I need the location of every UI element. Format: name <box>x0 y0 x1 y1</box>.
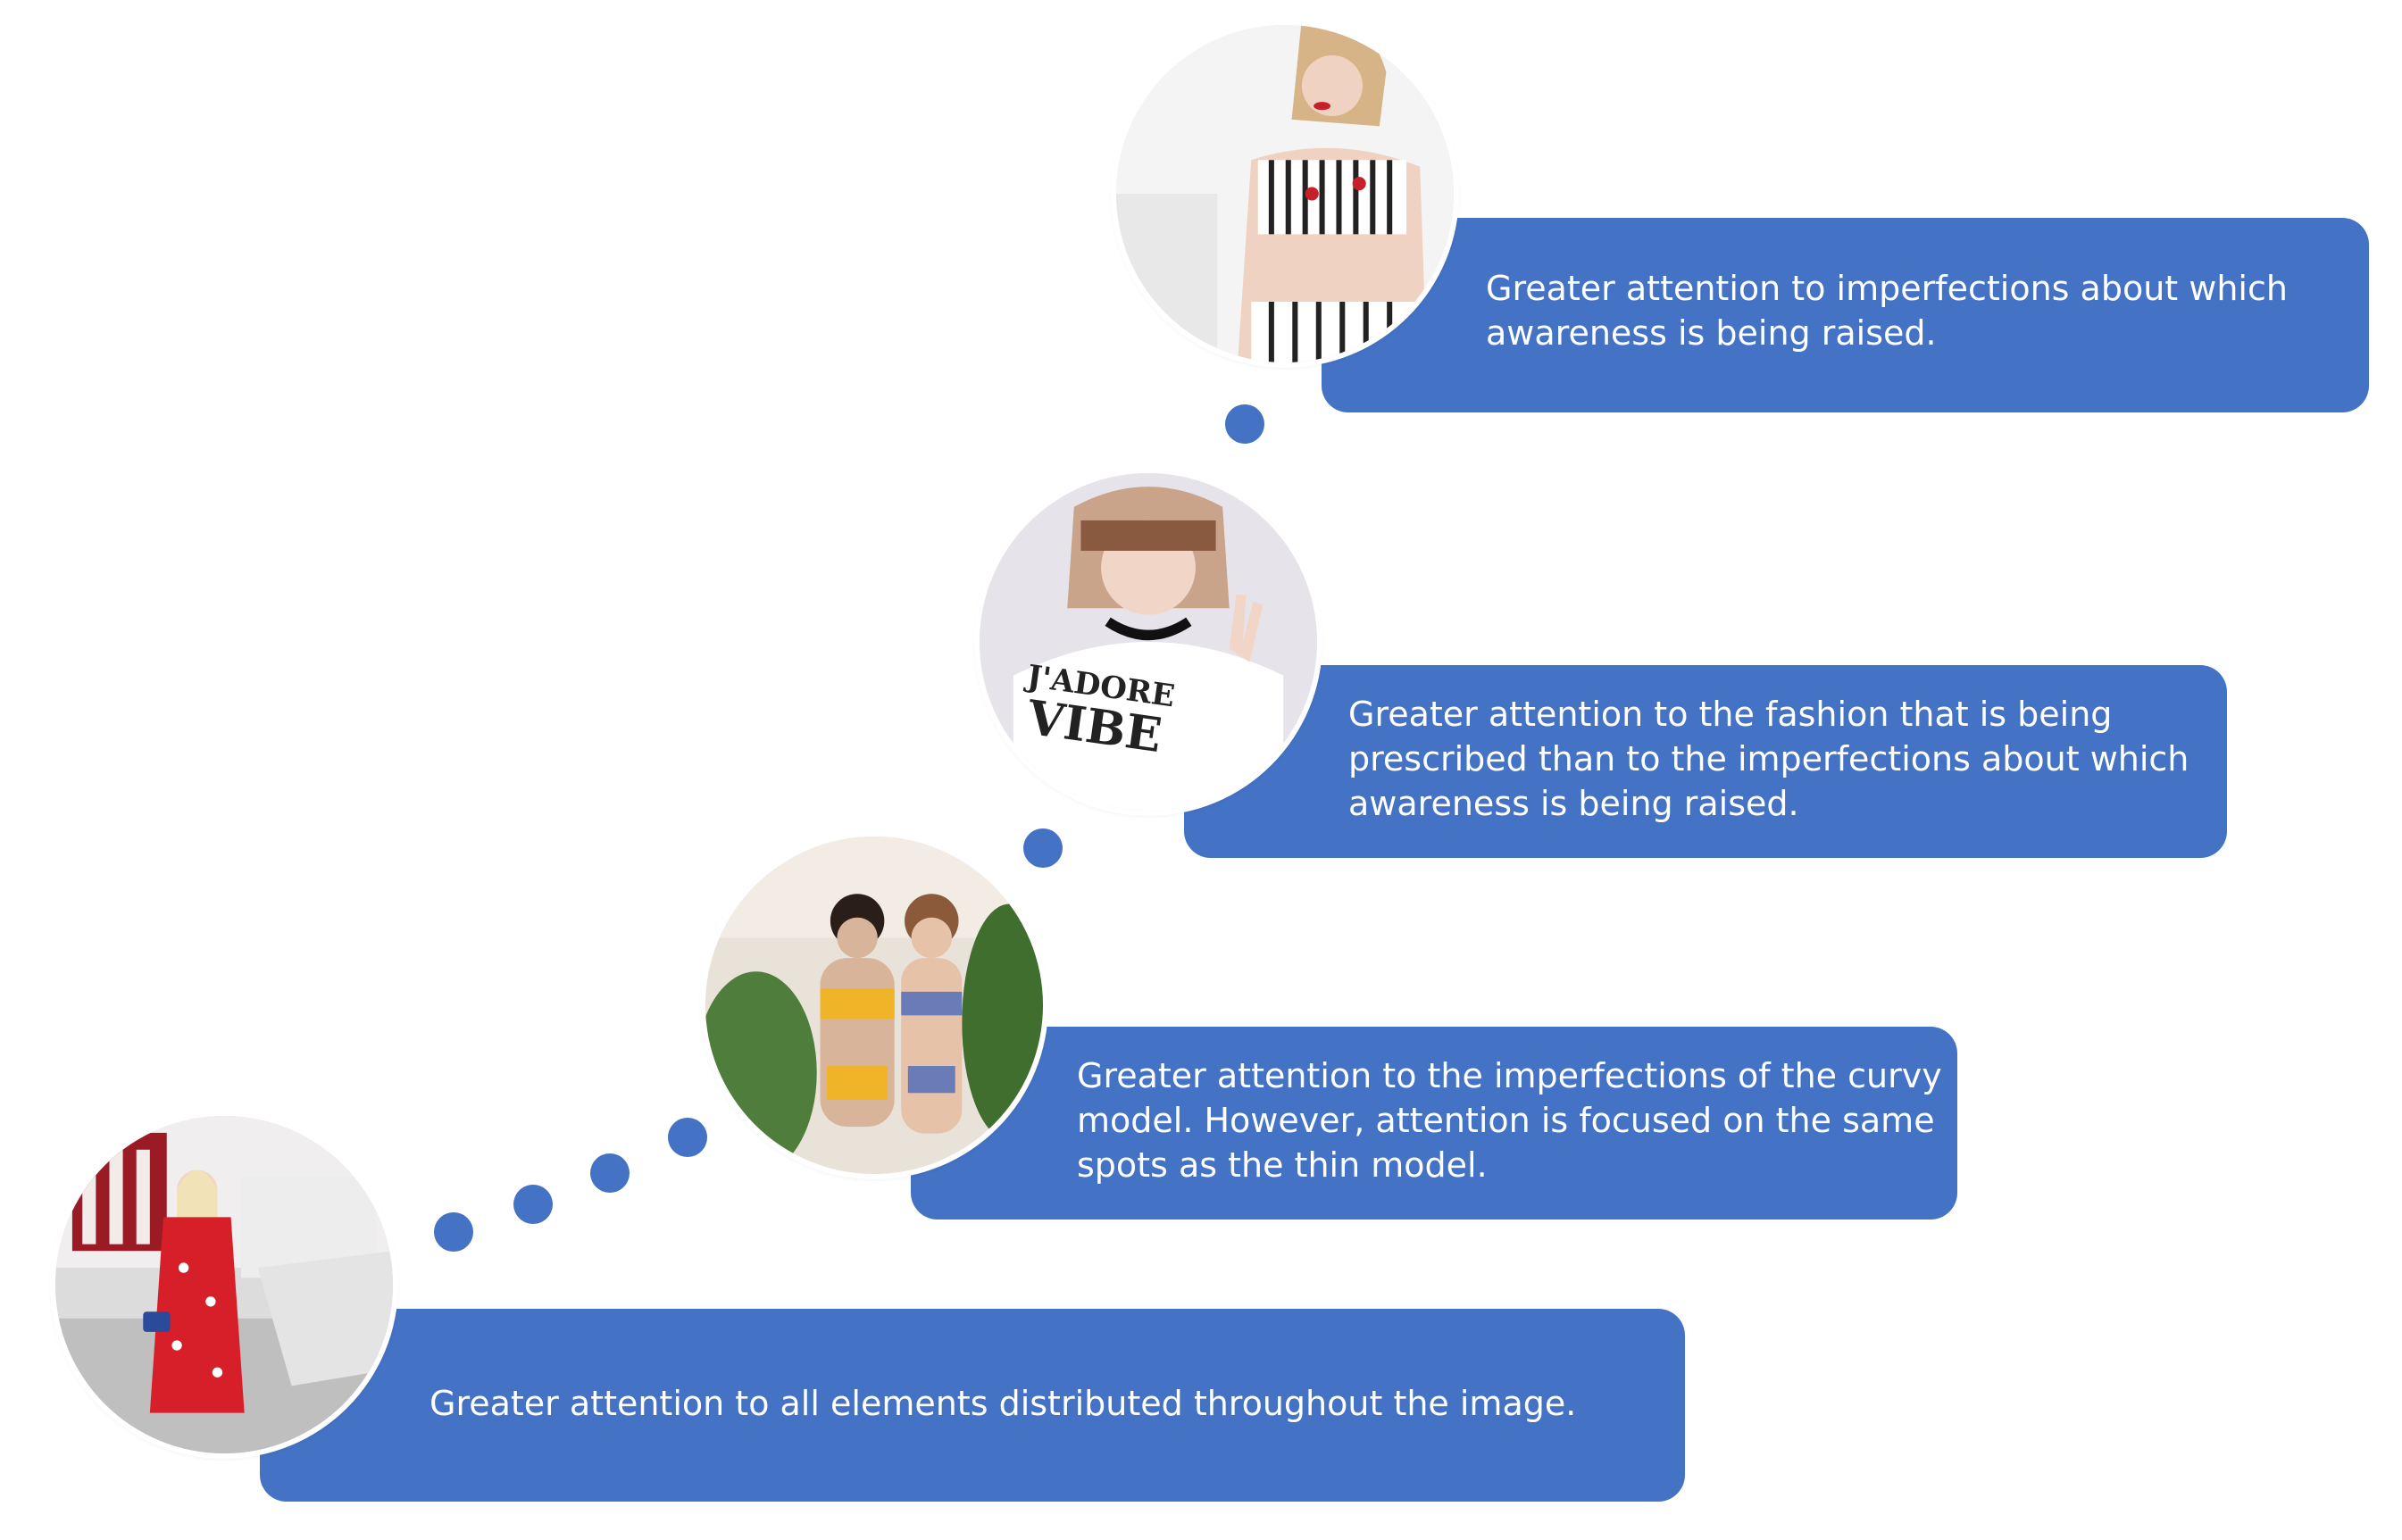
stage-4-text: Greater attention to imperfections about… <box>1486 269 2288 353</box>
stage-3-card: Greater attention to the fashion that is… <box>1184 665 2227 858</box>
two-women-in-bikinis-photo <box>705 837 1043 1174</box>
woman-in-jadore-vibe-tshirt-photo: J'ADORE VIBE <box>980 473 1317 811</box>
woman-in-red-floral-dress-photo <box>55 1116 393 1453</box>
stage-3-text: Greater attention to the fashion that is… <box>1348 695 2189 823</box>
woman-in-striped-bikini-photo <box>1116 25 1454 362</box>
stage-4-card: Greater attention to imperfections about… <box>1322 218 2369 412</box>
stage-1-text: Greater attention to all elements distri… <box>430 1384 1577 1423</box>
connector-dot <box>1225 404 1264 444</box>
connector-dot <box>1023 828 1063 868</box>
connector-dot <box>590 1153 630 1193</box>
stage-2-card: Greater attention to the imperfections o… <box>911 1027 1957 1220</box>
connector-dot <box>434 1212 473 1252</box>
stage-2-text: Greater attention to the imperfections o… <box>1077 1056 1942 1185</box>
stage-1-card: Greater attention to all elements distri… <box>260 1309 1685 1502</box>
connector-dot <box>668 1118 707 1157</box>
connector-dot <box>513 1185 553 1224</box>
